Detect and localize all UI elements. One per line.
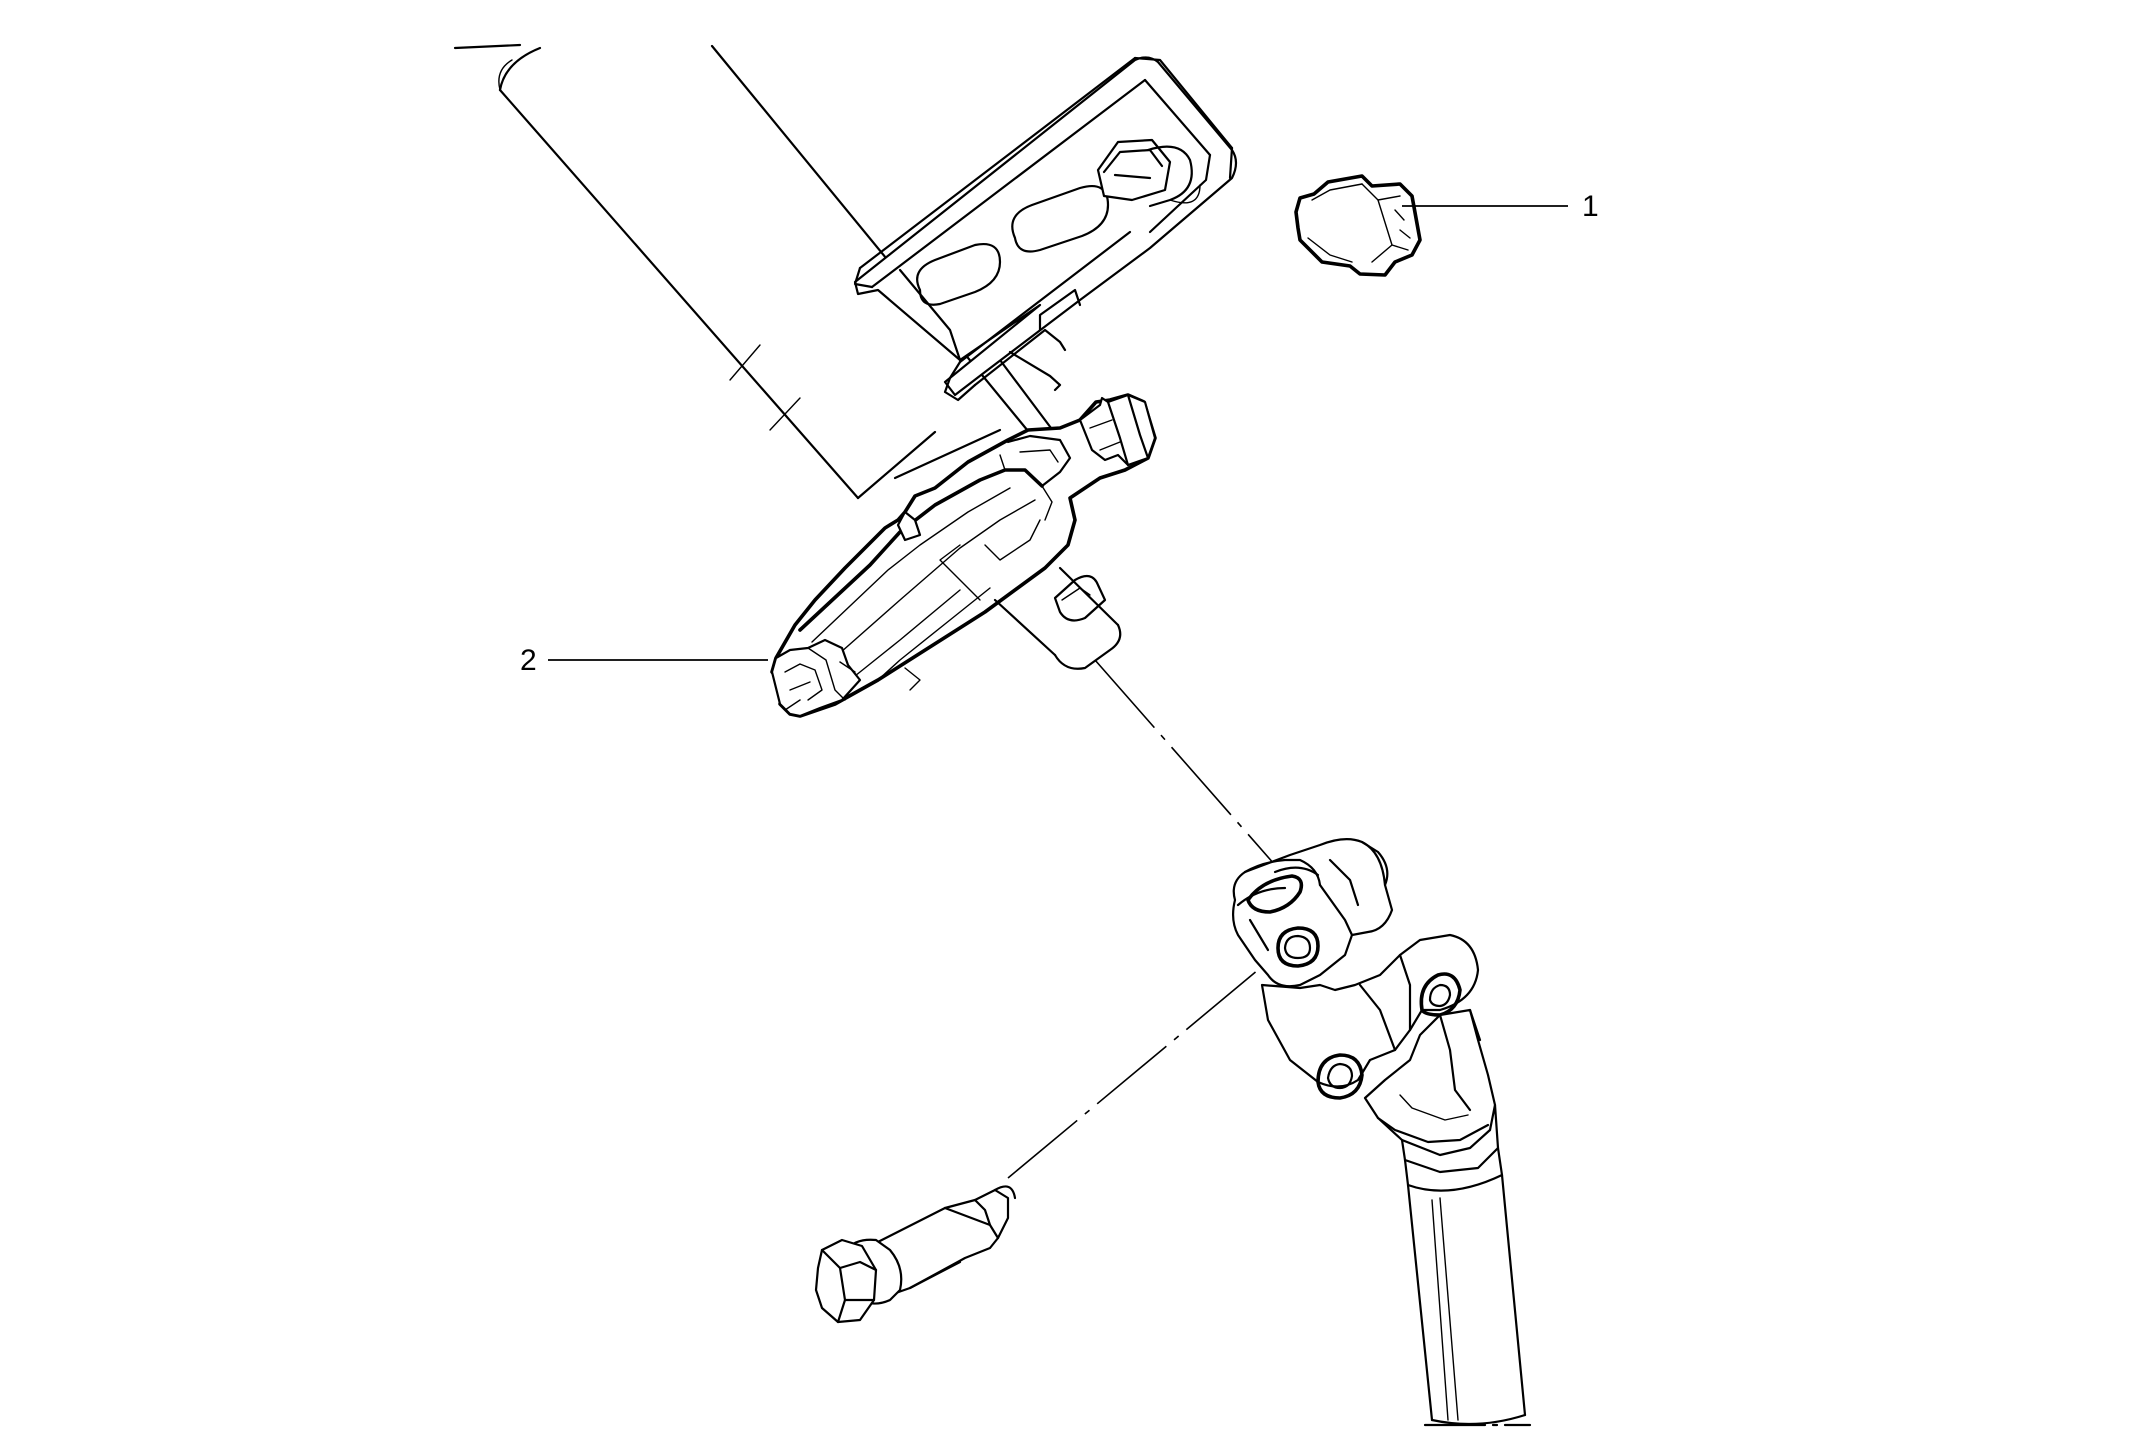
pinch-bolt-icon bbox=[814, 1185, 1017, 1324]
callout-1: 1 bbox=[1402, 190, 1599, 223]
assembly-axis-bolt bbox=[1007, 949, 1283, 1179]
connector-clip-icon bbox=[1294, 174, 1422, 277]
universal-joint-icon bbox=[1231, 838, 1532, 1427]
callout-2-label: 2 bbox=[520, 644, 537, 677]
callout-2: 2 bbox=[520, 644, 768, 677]
steering-angle-sensor-icon bbox=[770, 393, 1157, 718]
intermediate-shaft-icon bbox=[993, 566, 1122, 670]
assembly-axis-shaft bbox=[1094, 659, 1276, 866]
column-bracket-icon bbox=[853, 56, 1238, 402]
callout-1-label: 1 bbox=[1582, 190, 1599, 223]
